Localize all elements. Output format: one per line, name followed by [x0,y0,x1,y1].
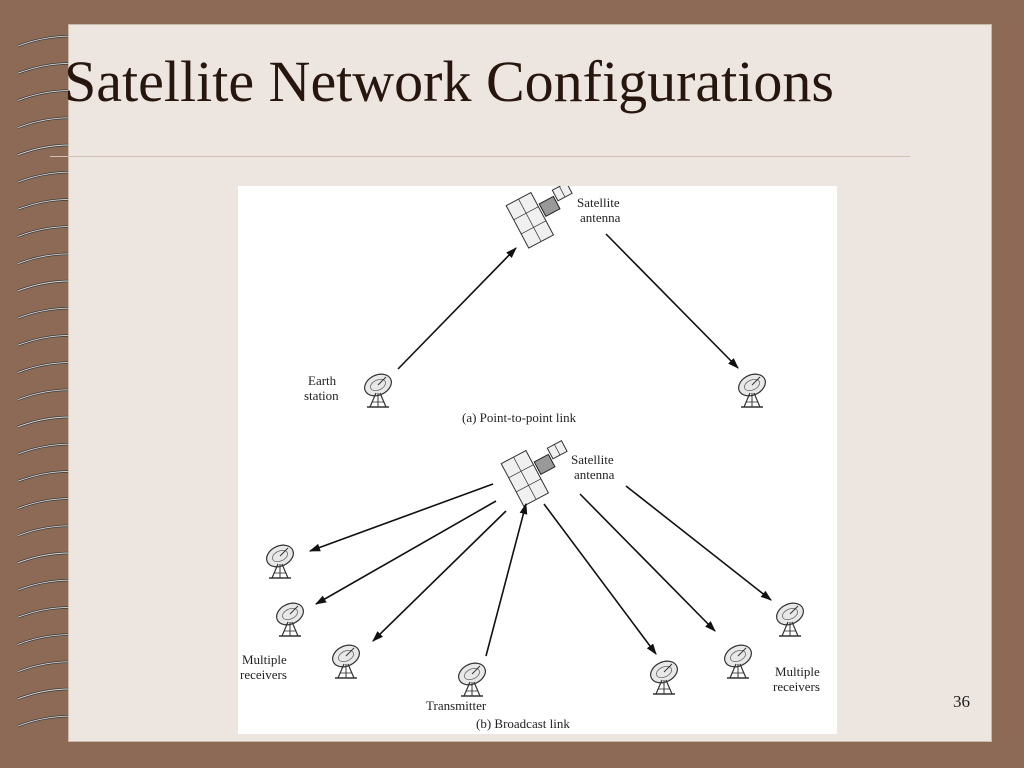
receivers-left-label-line1: Multiple [242,652,287,667]
earth-station-dish-icon [360,369,396,408]
diagram-canvas: Satellite antenna Earth station (a) Poin… [240,186,820,731]
earth-station-label-line1: Earth [308,373,337,388]
receiver-dish-icon [262,540,298,579]
satellite-icon [500,440,568,507]
satellite-label-b-line2: antenna [574,467,615,482]
broadcast-arrow [543,503,657,655]
receivers-left-label-line2: receivers [240,667,287,682]
receiver-dish-icon [272,598,308,637]
earth-station-label-line2: station [304,388,339,403]
page-number: 36 [953,692,970,711]
transmitter-label: Transmitter [426,698,487,713]
broadcast-arrow [579,493,716,632]
receiver-dish-icon [646,656,682,695]
broadcast-arrow [372,510,507,642]
receiver-dish-icon [720,640,756,679]
receivers-right-label-line2: receivers [773,679,820,694]
satellite-label-a-line1: Satellite [577,195,620,210]
broadcast-arrow [308,483,494,552]
satellite-icon [505,186,573,249]
title-divider [50,156,910,157]
panel-b-caption: (b) Broadcast link [476,716,570,731]
receiver-dish-icon [772,598,808,637]
uplink-arrow [485,502,528,657]
receiver-dish-icon [328,640,364,679]
satellite-label-b-line1: Satellite [571,452,614,467]
panel-b-broadcast: Satellite antenna Multiple receivers Mul… [240,440,820,731]
satellite-diagram: Satellite antenna Earth station (a) Poin… [238,186,837,734]
uplink-arrow [397,247,517,370]
broadcast-arrow [625,485,772,601]
downlink-arrow [605,233,739,369]
receiving-dish-icon [734,369,770,408]
panel-a-caption: (a) Point-to-point link [462,410,577,425]
satellite-label-a-line2: antenna [580,210,621,225]
receivers-right-label-line1: Multiple [775,664,820,679]
panel-a-point-to-point: Satellite antenna Earth station (a) Poin… [304,186,770,425]
transmitter-dish-icon [454,658,490,697]
slide-title: Satellite Network Configurations [64,49,834,114]
broadcast-arrow [315,500,497,605]
